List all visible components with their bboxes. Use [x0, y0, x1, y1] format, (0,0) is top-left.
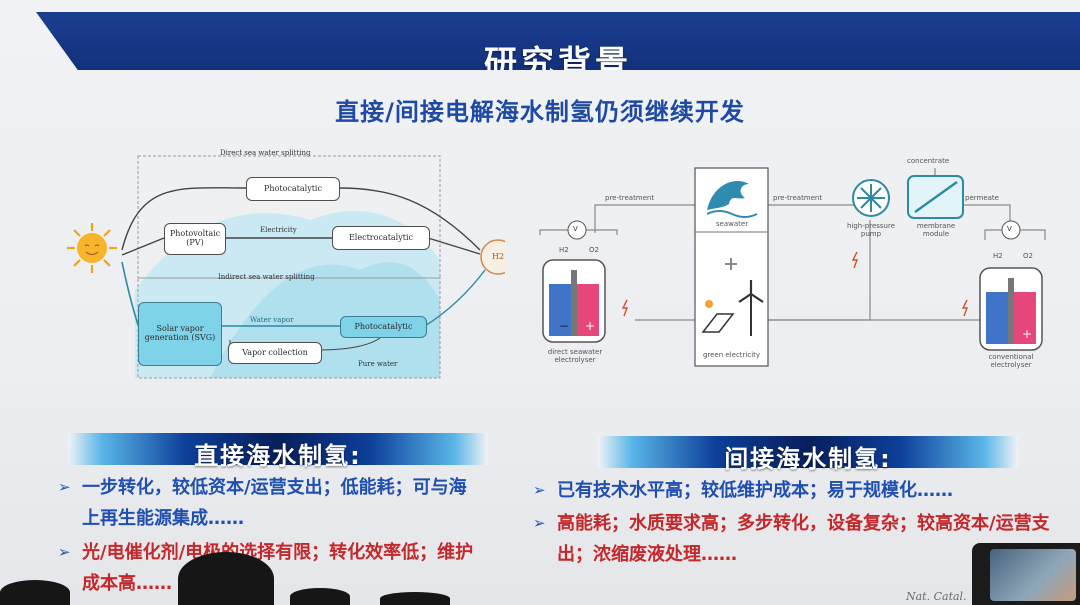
pretreatment-right-label: pre-treatment	[773, 194, 822, 202]
indirect-pro-bullet: ➢ 已有技术水平高；较低维护成本；易于规模化……	[533, 475, 1078, 506]
photocatalytic-top-box: Photocatalytic	[246, 177, 340, 201]
h2-label-right: H2	[993, 252, 1003, 260]
water-vapor-label: Water vapor	[250, 316, 293, 324]
triangle-arrow-icon: ➢	[58, 537, 71, 568]
pump-label: high-pressure pump	[840, 222, 902, 238]
triangle-arrow-icon: ➢	[533, 475, 546, 506]
concentrate-label: concentrate	[907, 157, 949, 165]
plus-icon	[723, 256, 739, 272]
electricity-label: Electricity	[260, 226, 297, 234]
audience-head	[290, 588, 350, 605]
green-electricity-label: green electricity	[695, 351, 768, 359]
v-symbol-left: V	[573, 225, 578, 233]
svg-text:−: −	[559, 319, 569, 333]
audience-head	[0, 580, 70, 605]
v-symbol-right: V	[1007, 225, 1012, 233]
o2-label-right: O2	[1023, 252, 1033, 260]
triangle-arrow-icon: ➢	[58, 472, 71, 503]
wave-icon	[705, 174, 759, 218]
direct-section-header: 直接海水制氢:	[68, 433, 488, 465]
indirect-section-title: 间接海水制氢:	[598, 439, 1018, 474]
permeate-label: permeate	[965, 194, 999, 202]
svg-box: Solar vapor generation (SVG)	[138, 302, 222, 366]
electrolyser-comparison-diagram: − + +	[535, 160, 1080, 390]
triangle-arrow-icon: ➢	[533, 508, 546, 539]
vapor-collection-box: Vapor collection	[228, 342, 322, 364]
indirect-section-header: 间接海水制氢:	[598, 436, 1018, 468]
membrane-module-label: membrane module	[905, 222, 967, 238]
pure-water-label: Pure water	[358, 360, 397, 368]
electrocatalytic-box: Electrocatalytic	[332, 226, 430, 250]
photovoltaic-box: Photovoltaic (PV)	[164, 223, 226, 255]
direct-pro-text: 一步转化，较低资本/运营支出；低能耗；可与海上再生能源集成……	[82, 472, 478, 534]
svg-text:+: +	[1022, 327, 1032, 341]
sun-icon	[66, 222, 118, 274]
h2-label: H2	[492, 252, 504, 261]
seawater-label: seawater	[703, 220, 761, 228]
h2-label-left: H2	[559, 246, 569, 254]
seawater-splitting-diagram: Direct sea water splitting Photocatalyti…	[60, 150, 505, 380]
direct-splitting-label: Direct sea water splitting	[220, 149, 311, 157]
slide-title: 研究背景	[36, 36, 1080, 84]
audience-head	[380, 592, 450, 605]
conventional-electrolyser-label: conventional electrolyser	[975, 353, 1047, 369]
o2-label-left: O2	[589, 246, 599, 254]
svg-text:+: +	[585, 319, 595, 333]
indirect-splitting-label: Indirect sea water splitting	[218, 273, 315, 281]
indirect-pro-text: 已有技术水平高；较低维护成本；易于规模化……	[557, 475, 1078, 506]
direct-pro-bullet: ➢ 一步转化，较低资本/运营支出；低能耗；可与海上再生能源集成……	[58, 472, 478, 534]
solar-panel-icon	[699, 296, 735, 336]
direct-con-text: 光/电催化剂/电极的选择有限；转化效率低；维护成本高……	[82, 537, 478, 599]
phone-screen	[972, 543, 1080, 605]
source-watermark: Nat. Catal.	[906, 590, 967, 603]
pretreatment-left-label: pre-treatment	[605, 194, 654, 202]
slide-subtitle: 直接/间接电解海水制氢仍须继续开发	[0, 92, 1080, 127]
direct-section-title: 直接海水制氢:	[68, 436, 488, 471]
photocatalytic-bottom-box: Photocatalytic	[340, 316, 427, 338]
audience-head	[178, 552, 274, 605]
title-banner: 研究背景	[36, 12, 1080, 70]
wind-turbine-icon	[735, 278, 767, 338]
direct-electrolyser-label: direct seawater electrolyser	[537, 348, 613, 364]
